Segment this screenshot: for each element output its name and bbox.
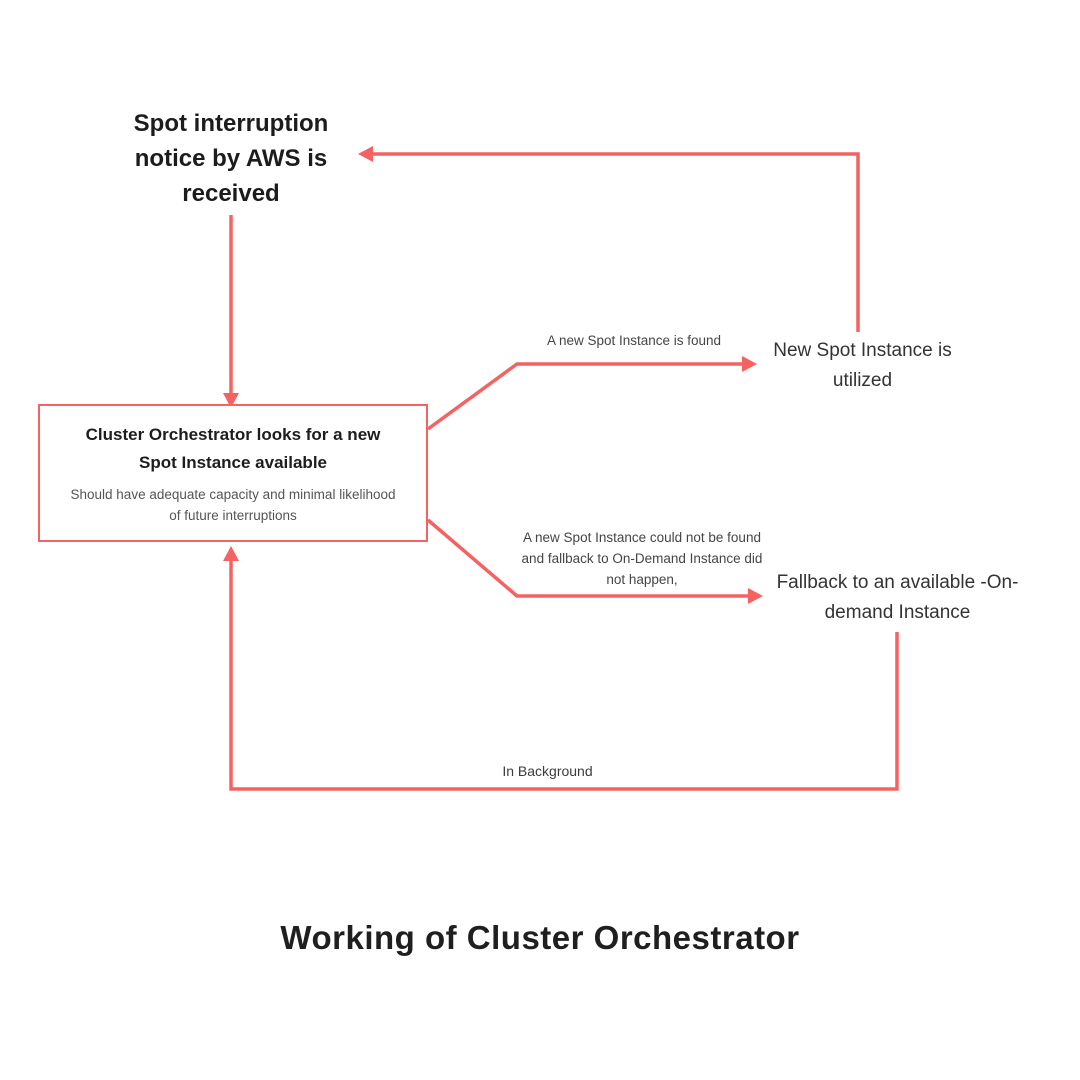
node-spot-interruption-notice: Spot interruption notice by AWS is recei… — [133, 110, 329, 207]
node-new-spot-instance-utilized: New Spot Instance is utilized — [773, 340, 952, 391]
arrowhead-right-icon — [748, 588, 763, 604]
edge-label-spot-not-found: A new Spot Instance could not be found a… — [521, 530, 763, 587]
edge-label-in-background: In Background — [502, 763, 593, 779]
diagram-title: Working of Cluster Orchestrator — [280, 919, 800, 956]
edge-utilized-to-notice — [370, 152, 860, 332]
cluster-orchestrator-subtitle: Should have adequate capacity and minima… — [70, 486, 396, 523]
arrowhead-up-icon — [223, 546, 239, 561]
cluster-orchestrator-title: Cluster Orchestrator looks for a new Spo… — [85, 424, 381, 472]
node-cluster-orchestrator: Cluster Orchestrator looks for a new Spo… — [38, 404, 428, 542]
edge-orchestrator-to-utilized — [426, 362, 745, 431]
arrowhead-left-icon — [358, 146, 373, 162]
edge-label-spot-found: A new Spot Instance is found — [546, 333, 722, 348]
node-fallback-on-demand: Fallback to an available -On-demand Inst… — [776, 572, 1019, 623]
